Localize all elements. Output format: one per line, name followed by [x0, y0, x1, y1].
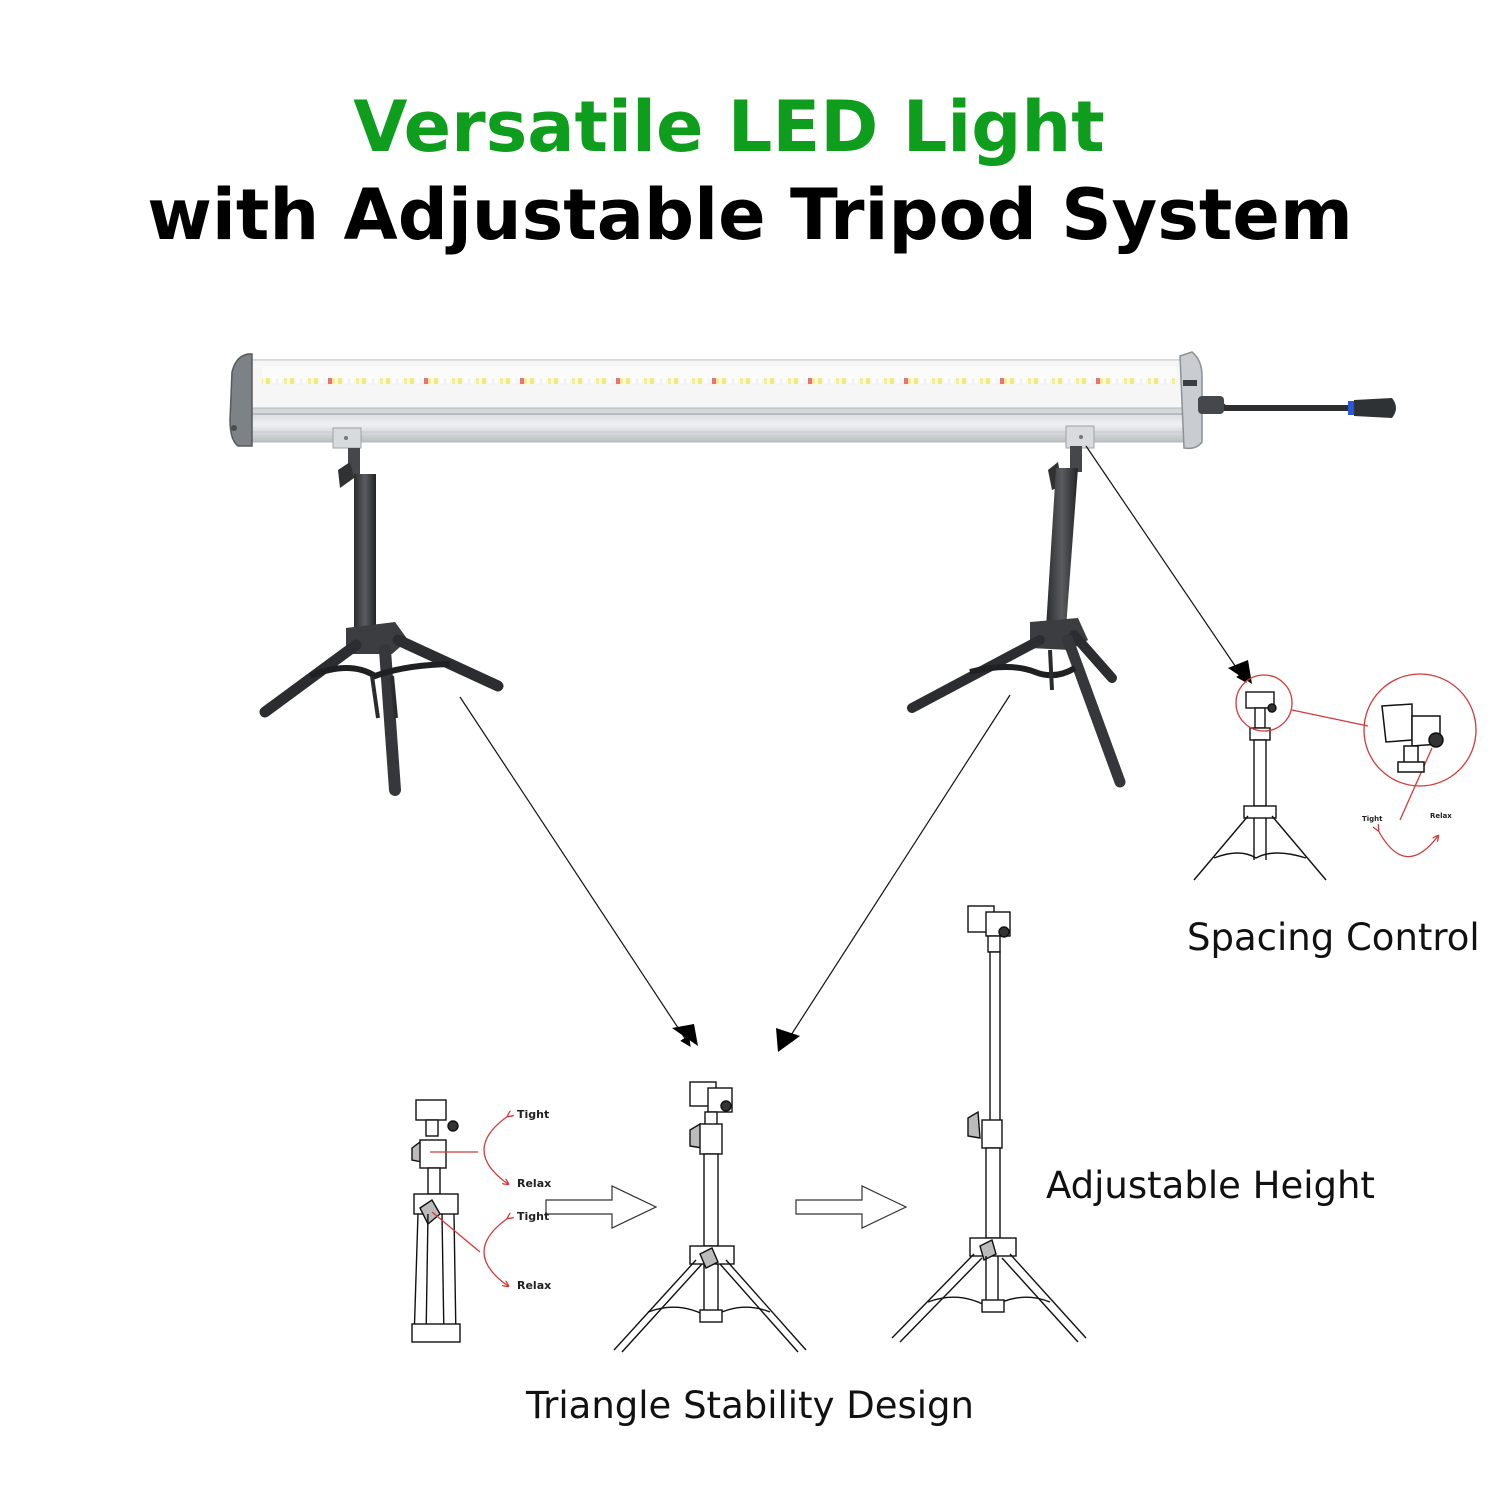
spacing-tight-label: Tight	[1362, 815, 1383, 823]
folded-tripod-diagram	[411, 1099, 461, 1343]
zoomed-clamp-icon	[1381, 703, 1444, 773]
triangle-stability-caption: Triangle Stability Design	[526, 1384, 974, 1427]
power-cable-icon	[1348, 401, 1354, 415]
title-line-2: with Adjustable Tripod System	[147, 174, 1353, 256]
extended-tripod-diagram	[891, 905, 1087, 1343]
open-tripod-diagram	[613, 1081, 807, 1353]
spacing-relax-label: Relax	[1430, 812, 1452, 820]
top-knob-relax-label: Relax	[517, 1177, 552, 1190]
tripod-icon	[907, 446, 1126, 788]
adjustable-height-caption: Adjustable Height	[1046, 1164, 1375, 1207]
tight-relax-arrows	[430, 1116, 508, 1286]
right-arrow-icon	[545, 1185, 908, 1229]
pointer-arrows	[459, 445, 1247, 1047]
spacing-control-diagram	[1193, 691, 1327, 881]
bottom-knob-tight-label: Tight	[517, 1210, 550, 1223]
arrow-head-icon	[672, 660, 1252, 1052]
bottom-knob-relax-label: Relax	[517, 1279, 552, 1292]
top-knob-tight-label: Tight	[517, 1108, 550, 1121]
led-light-bar-icon	[229, 351, 1396, 450]
zoom-callout	[1235, 673, 1477, 858]
tripod-icon	[259, 448, 504, 796]
title-line-1: Versatile LED Light	[353, 86, 1105, 168]
spacing-control-caption: Spacing Control	[1187, 916, 1480, 959]
